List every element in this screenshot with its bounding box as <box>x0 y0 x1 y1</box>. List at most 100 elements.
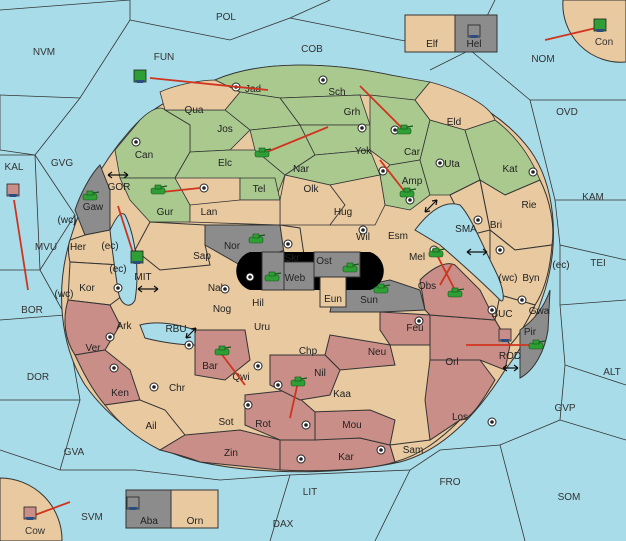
svg-text:Hug: Hug <box>334 207 352 218</box>
svg-text:Web: Web <box>285 273 306 284</box>
svg-text:OVD: OVD <box>556 107 578 118</box>
army-unit-icon[interactable] <box>373 283 391 294</box>
svg-text:Ken: Ken <box>111 388 129 399</box>
svg-text:Ver: Ver <box>85 343 101 354</box>
svg-text:Lan: Lan <box>201 207 218 218</box>
svg-text:Grh: Grh <box>344 107 361 118</box>
supply-center-dot <box>393 128 397 132</box>
svg-text:Olk: Olk <box>304 184 320 195</box>
svg-text:Nog: Nog <box>213 304 231 315</box>
svg-text:Amp: Amp <box>402 176 423 187</box>
svg-text:Byn: Byn <box>522 273 539 284</box>
svg-text:RBU: RBU <box>165 324 186 335</box>
svg-text:SMA: SMA <box>455 224 477 235</box>
supply-center-dot <box>531 170 535 174</box>
supply-center-dot <box>438 161 442 165</box>
svg-text:(ec): (ec) <box>109 264 126 275</box>
svg-text:Kaa: Kaa <box>333 389 351 400</box>
army-unit-icon[interactable] <box>290 376 308 387</box>
svg-text:Chr: Chr <box>169 383 186 394</box>
svg-text:Sot: Sot <box>218 417 233 428</box>
army-unit-icon[interactable] <box>447 287 465 298</box>
adjacency-arrows <box>107 171 519 372</box>
army-unit-icon[interactable] <box>399 187 417 198</box>
army-unit-icon[interactable] <box>150 184 168 195</box>
svg-text:Orl: Orl <box>445 357 458 368</box>
sea-labels: POL NVM FUN COB NOM Con OVD KAL GVG KAM … <box>5 12 621 537</box>
supply-center-dot <box>152 385 156 389</box>
svg-text:Wil: Wil <box>356 232 370 243</box>
svg-text:SVM: SVM <box>81 512 103 523</box>
supply-center-dot <box>187 343 191 347</box>
svg-text:Rie: Rie <box>521 200 536 211</box>
svg-text:Nil: Nil <box>314 368 326 379</box>
svg-text:Neu: Neu <box>368 347 386 358</box>
supply-center-dot <box>417 319 421 323</box>
svg-text:(wc): (wc) <box>499 273 518 284</box>
fleet-unit-icon[interactable] <box>467 24 481 38</box>
fleet-unit-icon[interactable] <box>130 250 144 264</box>
svg-text:GVA: GVA <box>64 447 85 458</box>
army-unit-icon[interactable] <box>214 345 232 356</box>
army-unit-icon[interactable] <box>82 190 100 201</box>
red-territories <box>64 263 511 472</box>
svg-text:Esm: Esm <box>388 231 408 242</box>
army-unit-icon[interactable] <box>264 271 282 282</box>
svg-text:Gur: Gur <box>157 207 174 218</box>
army-unit-icon[interactable] <box>396 124 414 135</box>
fleet-unit-icon[interactable] <box>498 328 512 342</box>
svg-text:Cow: Cow <box>25 526 46 537</box>
svg-text:Ail: Ail <box>145 421 156 432</box>
army-unit-icon[interactable] <box>342 262 360 273</box>
svg-text:Ost: Ost <box>316 256 332 267</box>
order-arrows <box>13 27 597 516</box>
svg-text:Mel: Mel <box>409 252 425 263</box>
fleet-unit-icon[interactable] <box>593 18 607 32</box>
supply-center-dot <box>116 286 120 290</box>
supply-center-dot <box>108 335 112 339</box>
top-island <box>404 14 498 53</box>
svg-text:COB: COB <box>301 44 323 55</box>
svg-text:Qwi: Qwi <box>232 372 249 383</box>
supply-center-dot <box>223 287 227 291</box>
svg-text:KAL: KAL <box>5 162 24 173</box>
army-unit-icon[interactable] <box>254 147 272 158</box>
svg-text:Hil: Hil <box>252 298 264 309</box>
fleet-unit-icon[interactable] <box>133 69 147 83</box>
svg-text:NVM: NVM <box>33 47 55 58</box>
gor-label: GOR <box>108 182 131 193</box>
svg-text:Sam: Sam <box>403 445 424 456</box>
supply-center-dot <box>256 364 260 368</box>
army-unit-icon[interactable] <box>428 247 446 258</box>
svg-text:Jad: Jad <box>245 84 261 95</box>
svg-text:GVP: GVP <box>554 403 575 414</box>
supply-center-dot <box>476 218 480 222</box>
svg-text:Elf: Elf <box>426 39 438 50</box>
svg-text:(ec): (ec) <box>552 260 569 271</box>
svg-text:Sch: Sch <box>328 87 345 98</box>
svg-text:Zin: Zin <box>224 448 238 459</box>
coast-labels: (wc) (ec) (ec) (wc) (wc) (ec) <box>55 215 570 300</box>
svg-text:Bar: Bar <box>202 361 218 372</box>
svg-text:Uru: Uru <box>254 322 270 333</box>
fleet-unit-icon[interactable] <box>126 496 140 510</box>
svg-text:LIT: LIT <box>303 487 317 498</box>
supply-center-dot <box>498 248 502 252</box>
supply-center-dot <box>246 403 250 407</box>
svg-text:NOM: NOM <box>531 54 554 65</box>
svg-text:Aba: Aba <box>140 516 158 527</box>
svg-text:Rot: Rot <box>255 419 271 430</box>
army-unit-icon[interactable] <box>528 339 546 350</box>
svg-text:Tel: Tel <box>253 184 266 195</box>
svg-text:MIT: MIT <box>134 272 151 283</box>
supply-center-dot <box>248 275 252 279</box>
svg-text:TEI: TEI <box>590 258 606 269</box>
army-unit-icon[interactable] <box>248 233 266 244</box>
svg-text:GVG: GVG <box>51 158 73 169</box>
svg-text:POL: POL <box>216 12 236 23</box>
fleet-unit-icon[interactable] <box>23 506 37 520</box>
svg-text:Sun: Sun <box>360 295 378 306</box>
svg-text:Qua: Qua <box>185 105 204 116</box>
svg-text:Nar: Nar <box>293 164 310 175</box>
fleet-unit-icon[interactable] <box>6 183 20 197</box>
